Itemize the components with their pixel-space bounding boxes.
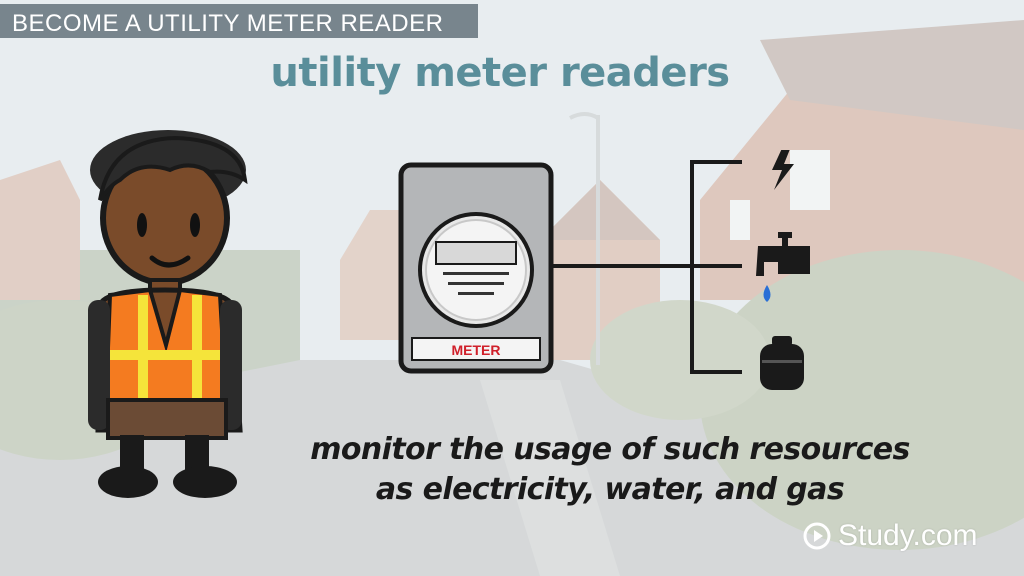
play-icon (803, 522, 831, 550)
slide-caption: monitor the usage of such resources as e… (300, 430, 920, 510)
lightning-icon (772, 150, 794, 190)
caption-line-1: monitor the usage of such resources (310, 432, 910, 467)
slide-heading: utility meter readers (0, 50, 1024, 96)
utility-connectors (552, 150, 810, 390)
title-text: BECOME A UTILITY METER READER (12, 10, 444, 37)
meter-reader-figure (88, 130, 248, 498)
slide-heading-text: utility meter readers (270, 50, 730, 96)
title-bar: BECOME A UTILITY METER READER (0, 4, 478, 38)
meter-label: METER (452, 342, 501, 358)
water-tap-icon (756, 232, 810, 302)
logo-text: Study.com (838, 519, 978, 552)
utility-meter-graphic: METER (398, 162, 554, 374)
caption-line-2: as electricity, water, and gas (375, 472, 845, 507)
gas-cylinder-icon (760, 336, 804, 390)
study-logo: Study.com (802, 518, 978, 554)
